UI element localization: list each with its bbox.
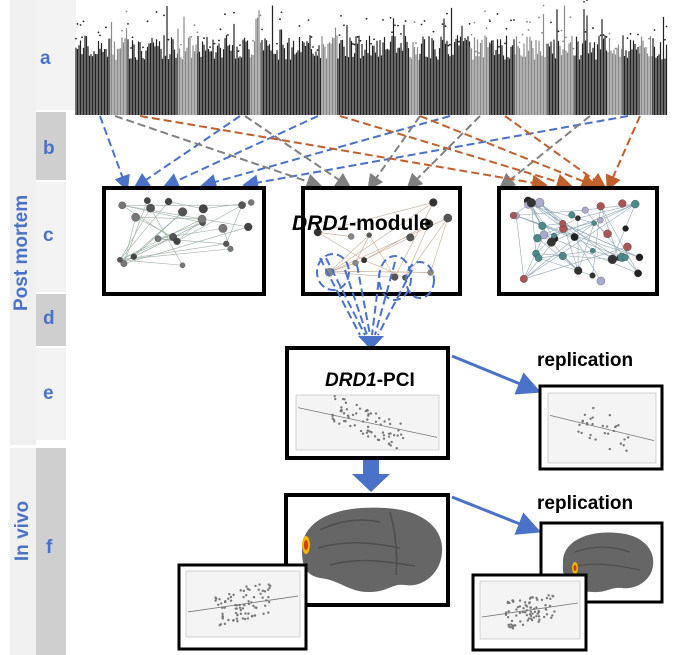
drd1-module-gene: DRD1 <box>292 212 350 235</box>
blue-arrows <box>99 115 629 192</box>
drd1-pci-gene: DRD1 <box>325 370 377 391</box>
arrow-to-replication-bottom <box>451 495 542 535</box>
arrowhead-to-pci <box>358 336 384 350</box>
network-box-left <box>102 186 266 296</box>
network-box-middle <box>301 186 462 296</box>
orange-arrows <box>139 115 641 192</box>
in-vivo-scatter-left <box>177 563 308 651</box>
drd1-module-suffix: -module <box>349 212 431 235</box>
row-label-a: a <box>40 48 51 69</box>
in-vivo-scatter-right <box>471 573 588 652</box>
row-label-c: c <box>43 225 54 246</box>
network-box-right <box>497 186 659 296</box>
row-label-d: d <box>43 308 55 329</box>
drd1-pci-suffix: -PCI <box>376 370 415 391</box>
brain-box <box>284 493 450 607</box>
row-label-e: e <box>43 383 54 404</box>
replication-label-top: replication <box>537 350 634 371</box>
row-label-b: b <box>43 138 55 159</box>
module-to-pci-arrows <box>316 253 435 336</box>
arrow-down-to-brain <box>352 460 390 492</box>
pci-scatter-box <box>285 346 450 460</box>
arrow-to-replication-top <box>451 354 542 395</box>
drd1-module-title: DRD1-module <box>292 212 431 236</box>
row-label-f: f <box>46 537 53 558</box>
replication-label-bottom: replication <box>537 493 634 514</box>
drd1-pci-title: DRD1-PCI <box>325 370 415 392</box>
gray-arrows <box>114 115 591 191</box>
replication-top-box <box>538 384 664 471</box>
